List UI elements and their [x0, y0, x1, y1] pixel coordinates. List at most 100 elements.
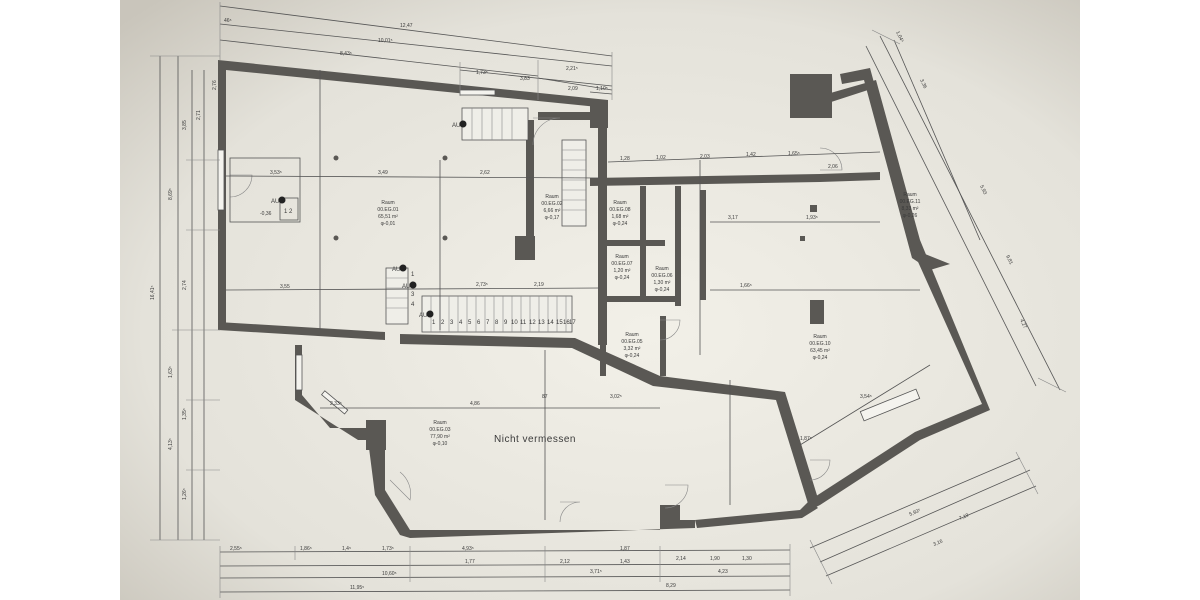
stair-step-14: 14: [547, 320, 554, 326]
level-mark: -0,36: [260, 211, 272, 217]
stair-step-10: 10: [511, 320, 518, 326]
room-name: Raum: [615, 254, 628, 260]
dim-2-62: 2,62: [480, 170, 490, 176]
room-id: 00.EG.10: [809, 341, 830, 347]
room-level: φ-0,24: [625, 353, 640, 359]
left-dimension-chains: [150, 55, 220, 541]
stair-step-16: 16: [563, 320, 570, 326]
dim-4-93: 4,93⁵: [462, 546, 474, 552]
dim-2-14: 2,14: [676, 556, 686, 562]
room-name: Raum: [613, 200, 626, 206]
dim-3-53: 3,53⁵: [270, 170, 282, 176]
dim-3-83: 3,83: [520, 76, 530, 82]
dim-1-87-b: 1,87: [620, 546, 630, 552]
room-00-eg-03: Raum 00.EG.03 77,90 m² φ-0,10: [429, 420, 450, 447]
stair-step-9: 9: [504, 320, 508, 326]
dim-2-33: 2,33⁵: [330, 401, 342, 407]
room-level: φ-0,24: [813, 355, 828, 361]
stair-step-6: 6: [477, 320, 481, 326]
stair-step-15: 15: [556, 320, 563, 326]
dim-10-60: 10,60⁵: [382, 571, 397, 577]
au-label-3: AU: [392, 267, 400, 273]
dim-1-43: 1,43: [620, 559, 630, 565]
floor-plan-photo: 1 2 3 4 5 6 7 8 9 10 11 12 13 14 15 16 1…: [120, 0, 1080, 600]
room-area: 6,66 m²: [544, 208, 561, 214]
room-area: 3,32 m²: [624, 346, 641, 352]
dim-87: 87: [542, 394, 548, 400]
walls: [218, 60, 990, 538]
chimney-box: 1 2: [229, 157, 301, 223]
dim-1-04: 1,04⁵: [894, 30, 905, 43]
dim-16-41: 16,41⁵: [150, 285, 156, 300]
room-id: 00.EG.01: [377, 207, 398, 213]
room-level: φ-0,10: [433, 441, 448, 447]
dim-12-47: 12,47: [400, 23, 413, 29]
dim-1-02: 1,02: [656, 155, 666, 161]
room-area: 8,33 m²: [902, 206, 919, 212]
stair-step-3: 3: [450, 320, 454, 326]
room-00-eg-02: Raum 00.EG.02 6,66 m² φ-0,17: [541, 194, 562, 221]
room-00-eg-01: Raum 00.EG.01 65,51 m² φ-0,01: [377, 200, 398, 227]
dim-1-42: 1,42: [746, 152, 756, 158]
dim-10-01: 10,01⁵: [378, 38, 393, 44]
dim-1-26: 1,26⁵: [182, 488, 188, 500]
dim-3-17: 3,17: [728, 215, 738, 221]
dim-1-4: 1,4⁵: [342, 546, 351, 552]
room-level: φ-0,01: [381, 221, 396, 227]
dim-1-10: 1,10⁵: [596, 86, 608, 92]
room-name: Raum: [655, 266, 668, 272]
room-id: 00.EG.02: [541, 201, 562, 207]
not-measured-label: Nicht vermessen: [494, 434, 576, 445]
dim-3-36: 3,36: [918, 78, 928, 90]
dim-3-55: 3,55: [280, 284, 290, 290]
dim-3-71: 3,71⁵: [590, 569, 602, 575]
dim-1-65: 1,65⁵: [788, 151, 800, 157]
dim-4-23: 4,23: [718, 569, 728, 575]
room-area: 1,30 m²: [654, 280, 671, 286]
room-name: Raum: [625, 332, 638, 338]
dim-2-21: 2,21⁵: [566, 66, 578, 72]
doors: [229, 117, 843, 523]
dim-2-03: 2,03: [700, 154, 710, 160]
room-00-eg-05: Raum 00.EG.05 3,32 m² φ-0,24: [621, 332, 642, 359]
bottom-dimension-chains: [219, 544, 791, 598]
top-dimension-chains: [219, 2, 613, 100]
room-00-eg-08: Raum 00.EG.08 1,68 m² φ-0,24: [609, 200, 630, 227]
diagonal-dimension-labels: 9,81 5,93 3,36 4,27 7,19 3,16 5,93⁵ 1,04…: [894, 30, 1028, 548]
room-00-eg-06: Raum 00.EG.06 1,30 m² φ-0,24: [651, 266, 672, 293]
dim-2-76: 2,76: [212, 80, 218, 90]
left-dimension-labels: 16,41⁵ 8,69⁵ 3,85 2,71 2,76 2,74 1,63⁵ 1…: [150, 80, 218, 500]
dim-2-73: 2,73⁵: [476, 282, 488, 288]
room-00-eg-07: Raum 00.EG.07 1,20 m² φ-0,24: [611, 254, 632, 281]
room-id: 00.EG.05: [621, 339, 642, 345]
small-stair-step-3: 3: [411, 292, 415, 298]
room-00-eg-10: Raum 00.EG.10 63,45 m² φ-0,24: [809, 334, 830, 361]
dim-8-69: 8,69⁵: [168, 188, 174, 200]
room-00-eg-11: Raum 00.EG.11 8,33 m² φ-0,26: [900, 192, 921, 219]
dim-4-27: 4,27: [1018, 318, 1028, 330]
room-area: 77,90 m²: [430, 434, 450, 440]
au-markers: AU AU AU AU AU: [271, 120, 467, 319]
room-id: 00.EG.03: [429, 427, 450, 433]
stair-step-5: 5: [468, 320, 472, 326]
dim-1-90: 1,90: [710, 556, 720, 562]
bottom-dimension-labels: 2,55⁵ 1,86⁵ 1,4⁵ 1,73⁵ 4,93⁵ 1,77 1,43 1…: [230, 546, 752, 591]
dim-2-19: 2,19: [534, 282, 544, 288]
stair-step-13: 13: [538, 320, 545, 326]
floor-plan: 1 2 3 4 5 6 7 8 9 10 11 12 13 14 15 16 1…: [120, 0, 1080, 600]
dim-2-71: 2,71: [196, 110, 202, 120]
dim-7-19: 7,19: [958, 512, 970, 521]
dim-5-93-b: 5,93⁵: [908, 508, 921, 518]
dim-3-85: 3,85: [182, 120, 188, 130]
dim-5-93: 5,93: [978, 184, 988, 196]
stair-step-1: 1: [432, 320, 436, 326]
room-id: 00.EG.08: [609, 207, 630, 213]
dim-1-73: 1,73⁵: [476, 70, 488, 76]
au-label-4: AU: [402, 284, 410, 290]
au-label-2: AU: [271, 199, 279, 205]
au-label-5: AU: [419, 313, 427, 319]
room-name: Raum: [381, 200, 394, 206]
room-area: 1,20 m²: [614, 268, 631, 274]
dim-11-95: 11,95⁵: [350, 585, 364, 591]
